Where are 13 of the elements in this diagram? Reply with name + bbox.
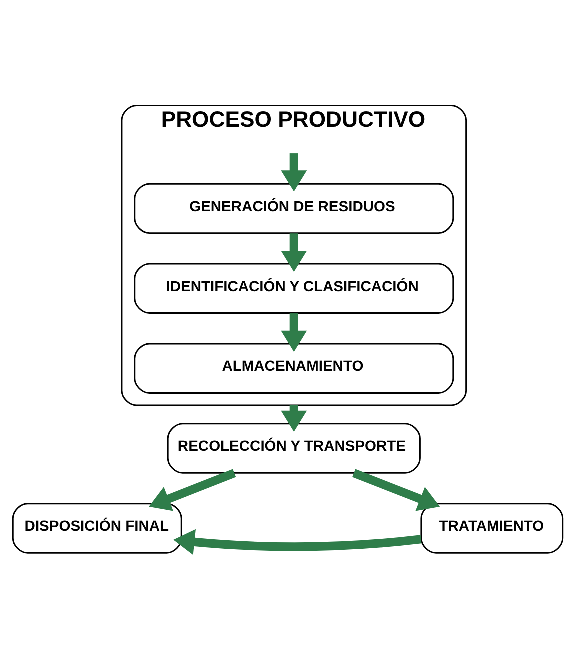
node-box: GENERACIÓN DE RESIDUOS	[134, 183, 454, 234]
arrow	[352, 469, 440, 512]
node-box: TRATAMIENTO	[420, 503, 564, 554]
arrow	[281, 234, 308, 272]
arrow	[281, 314, 308, 352]
arrow	[149, 469, 236, 512]
node-box: DISPOSICIÓN FINAL	[12, 503, 182, 554]
node-box: IDENTIFICACIÓN Y CLASIFICACIÓN	[134, 263, 454, 314]
node-box: RECOLECCIÓN Y TRANSPORTE	[167, 423, 421, 474]
arrow	[174, 529, 422, 556]
node-box: ALMACENAMIENTO	[134, 343, 454, 394]
arrow	[281, 406, 308, 432]
arrow	[281, 154, 308, 192]
